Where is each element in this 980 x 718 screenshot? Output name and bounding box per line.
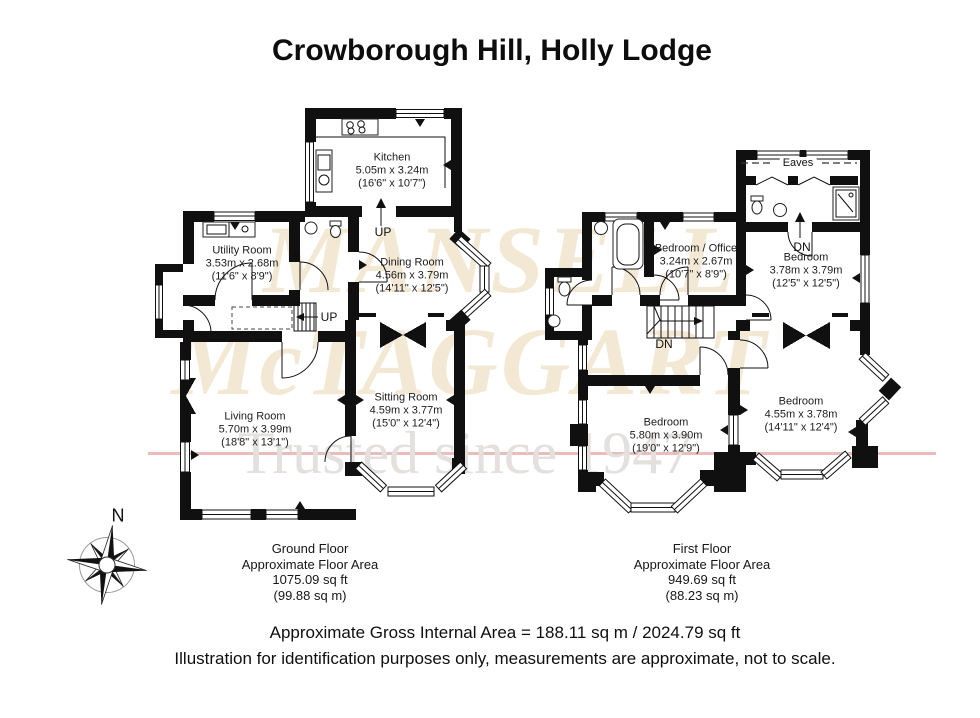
room-name: Bedroom bbox=[643, 416, 689, 429]
dining-bay-window bbox=[449, 228, 492, 331]
room-size-metric: 3.78m x 3.79m bbox=[769, 264, 843, 277]
dimension-arrows bbox=[645, 222, 860, 437]
room-size-imperial: (12'5" x 12'5") bbox=[772, 277, 840, 290]
bedroom-right-label: Bedroom 4.55m x 3.78m (14'11" x 12'4") bbox=[765, 396, 838, 435]
room-name: Bedroom bbox=[783, 251, 829, 264]
dn-stairs-label: DN bbox=[655, 337, 673, 351]
eaves-label: Eaves bbox=[779, 157, 817, 169]
area-sqm: (99.88 sq m) bbox=[273, 587, 347, 603]
footer-disclaimer: Approximate Gross Internal Area = 188.11… bbox=[174, 620, 835, 672]
ground-floor-fixtures bbox=[202, 118, 446, 238]
room-size-imperial: (16'6" x 10'7") bbox=[358, 177, 426, 190]
room-size-imperial: (14'11" x 12'4") bbox=[764, 421, 838, 434]
dn-step-label: DN bbox=[793, 240, 811, 254]
room-name: Utility Room bbox=[212, 244, 272, 257]
disclaimer-text: Illustration for identification purposes… bbox=[174, 649, 836, 668]
area-sqft: 1075.09 sq ft bbox=[272, 572, 348, 587]
room-size-imperial: (15'0" x 12'4") bbox=[372, 417, 440, 430]
compass-north-label: N bbox=[111, 505, 125, 526]
ground-floor-windows bbox=[155, 109, 445, 520]
living-room-label: Living Room 5.70m x 3.99m (18'8" x 13'1"… bbox=[219, 411, 292, 450]
watermark-brand-line2: McTAGGART bbox=[171, 308, 769, 415]
dining-room-label: Dining Room 4.56m x 3.79m (14'11" x 12'5… bbox=[376, 257, 449, 296]
bedroom-right-bay-windows bbox=[752, 352, 902, 482]
room-name: Sitting Room bbox=[374, 391, 438, 404]
sitting-bay-window bbox=[354, 461, 468, 497]
ground-floor-doors bbox=[182, 198, 388, 463]
room-size-metric: 3.24m x 2.67m bbox=[659, 255, 733, 268]
room-name: Dining Room bbox=[380, 256, 444, 269]
room-size-metric: 3.53m x 2.68m bbox=[205, 257, 279, 270]
floor-name: First Floor bbox=[672, 541, 732, 556]
watermark-brand-line1: MANSELL bbox=[262, 206, 738, 313]
eaves-area bbox=[741, 162, 857, 186]
watermark-underline bbox=[148, 452, 936, 455]
up-step-label: UP bbox=[374, 225, 392, 239]
room-name: Living Room bbox=[224, 410, 286, 423]
up-stairs-label: UP bbox=[320, 310, 338, 324]
bedroom-office-label: Bedroom / Office 3.24m x 2.67m (10'7" x … bbox=[655, 243, 737, 282]
kitchen-label: Kitchen 5.05m x 3.24m (16'6" x 10'7") bbox=[356, 152, 429, 191]
room-size-metric: 5.70m x 3.99m bbox=[218, 423, 292, 436]
room-size-metric: 5.05m x 3.24m bbox=[355, 164, 429, 177]
room-size-metric: 4.56m x 3.79m bbox=[375, 269, 449, 282]
first-floor-doors bbox=[566, 212, 813, 376]
room-size-imperial: (11'6" x 8'9") bbox=[211, 270, 273, 283]
floor-name: Ground Floor bbox=[271, 541, 349, 556]
ground-floor-summary: Ground Floor Approximate Floor Area 1075… bbox=[242, 541, 379, 603]
bedroom-left-bay-window bbox=[598, 478, 708, 514]
room-size-imperial: (14'11" x 12'5") bbox=[375, 282, 449, 295]
ground-floor-stairs bbox=[231, 302, 318, 332]
area-caption: Approximate Floor Area bbox=[241, 556, 379, 572]
first-floor-plan bbox=[545, 150, 902, 514]
first-floor-stairs bbox=[646, 305, 715, 339]
page-title: Crowborough Hill, Holly Lodge bbox=[272, 34, 712, 67]
first-floor-fixtures bbox=[547, 186, 860, 328]
room-name: Bedroom / Office bbox=[654, 242, 738, 255]
area-sqm: (88.23 sq m) bbox=[665, 587, 739, 603]
room-size-metric: 4.59m x 3.77m bbox=[369, 404, 443, 417]
sitting-room-label: Sitting Room 4.59m x 3.77m (15'0" x 12'4… bbox=[370, 392, 443, 431]
bedroom-left-label: Bedroom 5.80m x 3.90m (19'0" x 12'9") bbox=[630, 417, 703, 456]
utility-room-label: Utility Room 3.53m x 2.68m (11'6" x 8'9"… bbox=[206, 245, 279, 284]
area-caption: Approximate Floor Area bbox=[633, 556, 771, 572]
room-size-metric: 5.80m x 3.90m bbox=[629, 429, 703, 442]
first-floor-summary: First Floor Approximate Floor Area 949.6… bbox=[634, 541, 771, 603]
first-floor-walls bbox=[545, 150, 878, 492]
room-size-imperial: (19'0" x 12'9") bbox=[632, 442, 700, 455]
first-floor-windows bbox=[545, 150, 870, 471]
room-name: Kitchen bbox=[373, 151, 411, 164]
room-size-imperial: (18'8" x 13'1") bbox=[221, 436, 289, 449]
bedroom-top-label: Bedroom 3.78m x 3.79m (12'5" x 12'5") bbox=[770, 252, 843, 291]
room-name: Bedroom bbox=[778, 395, 824, 408]
room-size-imperial: (10'7" x 8'9") bbox=[665, 268, 727, 281]
area-sqft: 949.69 sq ft bbox=[668, 572, 736, 587]
dimension-arrows bbox=[191, 119, 454, 509]
room-size-metric: 4.55m x 3.78m bbox=[764, 408, 838, 421]
gross-internal-area: Approximate Gross Internal Area = 188.11… bbox=[269, 623, 741, 642]
compass-icon bbox=[67, 525, 147, 605]
ground-floor-plan bbox=[155, 108, 492, 520]
